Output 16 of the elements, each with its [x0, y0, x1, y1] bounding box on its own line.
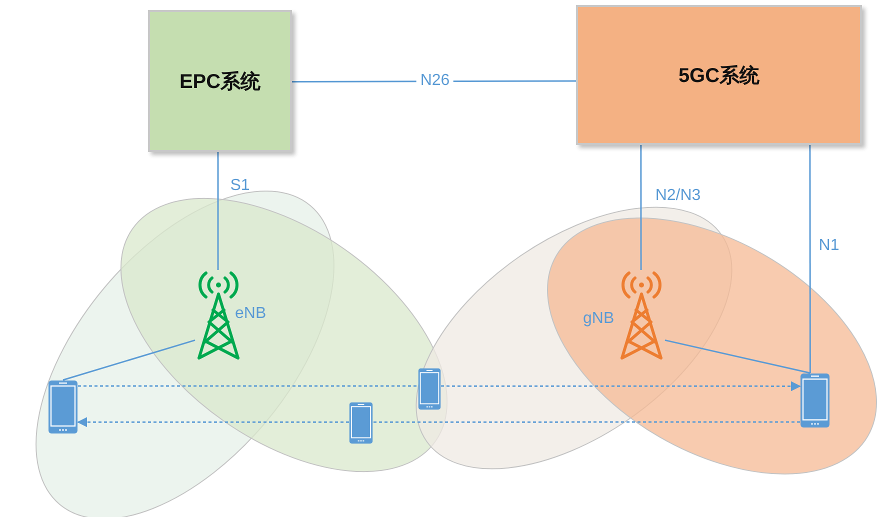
connector-line: [809, 145, 811, 373]
arrow: [441, 381, 801, 392]
connector-line: [78, 385, 418, 387]
station-label: eNB: [235, 305, 266, 323]
connector-line: [217, 152, 219, 270]
edge-label: S1: [230, 177, 250, 195]
connector-line: [62, 339, 196, 381]
system-box: 5GC系统: [576, 5, 862, 145]
connector-line: [664, 339, 810, 374]
arrow: [77, 417, 349, 428]
edge-label: N1: [818, 237, 840, 255]
system-box: EPC系统: [148, 10, 292, 152]
connector-line: [373, 421, 800, 423]
station-label: gNB: [583, 310, 614, 328]
edge-label: N2/N3: [655, 187, 701, 205]
connector-line: [640, 145, 642, 270]
